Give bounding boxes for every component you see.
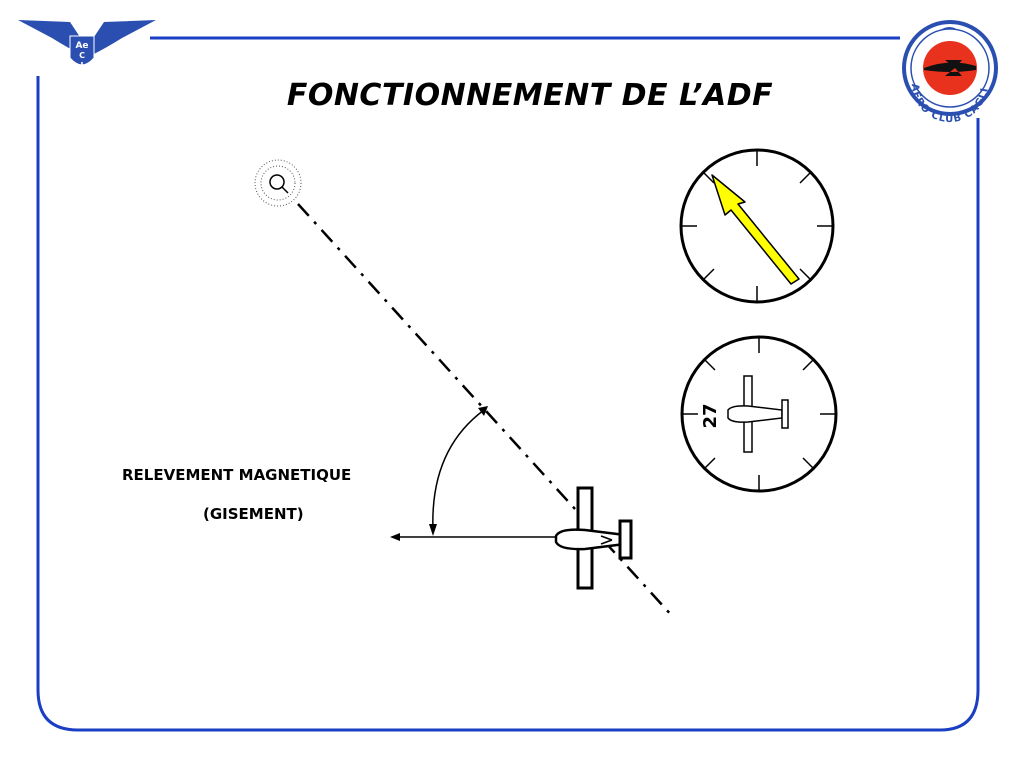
logo-text-ae: Ae <box>75 41 88 51</box>
heading-aircraft-icon <box>727 375 789 453</box>
logo-left-wing <box>18 20 82 55</box>
bearing-angle-arc <box>429 406 488 536</box>
bearing-label: RELEVEMENT MAGNETIQUE <box>122 466 352 484</box>
adf-indicator <box>679 148 835 304</box>
heading-indicator: 27 <box>680 335 838 493</box>
logo-plane-icon <box>924 60 976 76</box>
logo-inner-ring <box>910 28 990 108</box>
logo-shield <box>69 35 95 66</box>
logo-text-i: I <box>81 61 84 70</box>
heading-label: 27 <box>700 403 721 428</box>
slide-frame <box>36 36 980 732</box>
bearing-sublabel: (GISEMENT) <box>203 505 304 523</box>
bearing-line <box>297 203 675 619</box>
aeci-logo: Ae C I <box>18 20 156 70</box>
logo-text-c: C <box>79 51 85 60</box>
logo-right-wing <box>92 20 156 55</box>
logo-bird-icon <box>940 27 958 30</box>
aircraft-icon <box>554 486 633 590</box>
reference-arrow <box>390 533 560 541</box>
ndb-beacon-icon <box>254 159 302 207</box>
adf-needle <box>711 174 800 285</box>
slide-title: FONCTIONNEMENT DE L’ADF <box>286 78 774 113</box>
